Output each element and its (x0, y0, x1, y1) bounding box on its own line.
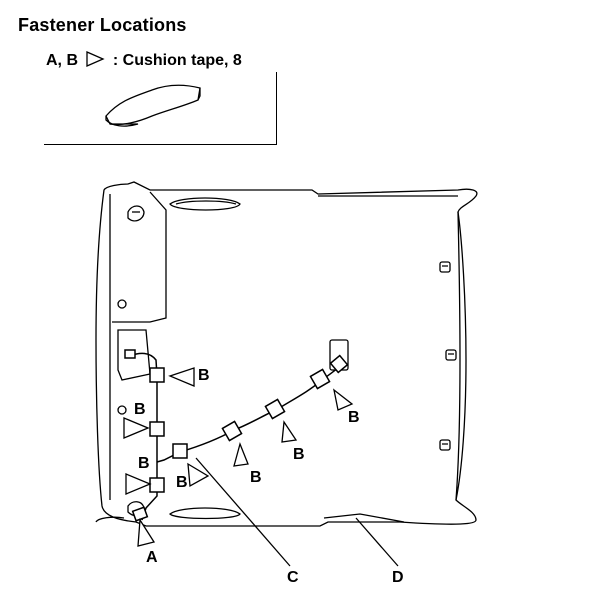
triangle-marker-icon (187, 462, 210, 488)
connectors (124, 349, 349, 522)
clip-connector (309, 368, 331, 390)
headliner-outline (95, 181, 478, 527)
cushion-tape-markers (123, 367, 354, 547)
triangle-marker-icon (233, 441, 249, 467)
clip-connector (264, 398, 286, 420)
callout-labels: B B B B B B B A C D (134, 367, 404, 586)
label-b: B (250, 469, 262, 486)
legend-description: : Cushion tape, 8 (112, 52, 242, 69)
clip-connector (149, 421, 165, 437)
triangle-marker-icon (281, 420, 298, 443)
label-d: D (392, 569, 404, 586)
triangle-marker-icon (168, 367, 195, 387)
triangle-marker-icon (125, 473, 152, 495)
label-b: B (198, 367, 210, 384)
label-b: B (138, 455, 150, 472)
clip-connector (149, 367, 165, 383)
label-b: B (134, 401, 146, 418)
label-a: A (146, 549, 158, 566)
label-b: B (348, 409, 360, 426)
legend-fastener-codes: A, B (46, 52, 78, 69)
clip-connector (221, 420, 243, 442)
leader-lines (195, 457, 399, 567)
label-b: B (176, 474, 188, 491)
triangle-marker-icon (137, 518, 156, 547)
clip-connector (131, 506, 149, 522)
cushion-tape-icon (105, 84, 201, 127)
triangle-marker-icon (86, 51, 106, 67)
triangle-marker-icon (333, 388, 354, 411)
legend-box (44, 72, 277, 145)
clip-connector (172, 443, 188, 459)
legend-line: A, B : Cushion tape, 8 (46, 50, 242, 70)
label-b: B (293, 446, 305, 463)
diagram-title: Fastener Locations (18, 15, 187, 35)
clip-connector (149, 477, 165, 493)
label-c: C (287, 569, 299, 586)
clip-connector (329, 354, 349, 374)
triangle-marker-icon (123, 417, 150, 439)
